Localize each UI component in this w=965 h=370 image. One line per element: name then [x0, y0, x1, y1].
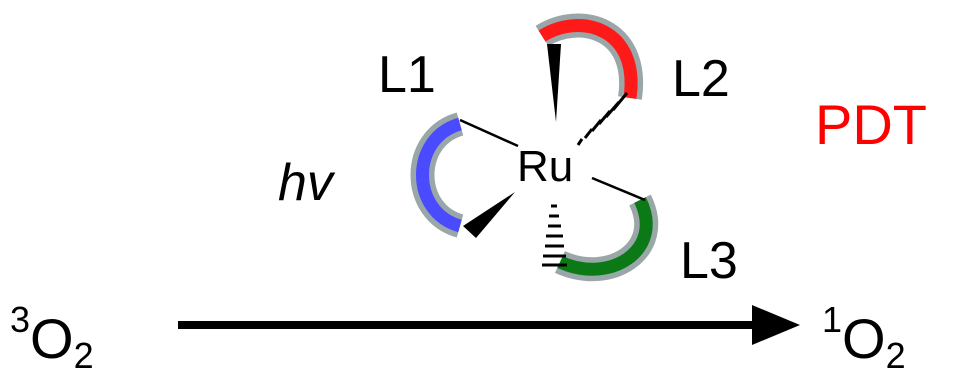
bond-l2-wedge — [547, 44, 561, 122]
bonds — [459, 44, 646, 267]
ligand-l2-arc — [535, 13, 644, 100]
product-superscript: 1 — [822, 299, 842, 340]
product-base: O — [842, 307, 886, 370]
light-hv-label: hv — [278, 154, 336, 212]
ligand-l1-arc — [410, 112, 465, 238]
bond-l1-upper — [459, 118, 519, 148]
arrow-head — [752, 305, 800, 345]
ligand-l3-label: L3 — [680, 232, 738, 290]
product-singlet-oxygen: 1O2 — [822, 299, 906, 370]
reactant-superscript: 3 — [10, 299, 30, 340]
bond-l2-hashed — [576, 92, 629, 146]
bond-l3-plain — [591, 176, 646, 202]
ligand-l2-label: L2 — [672, 50, 730, 108]
bond-l3-hashed — [542, 204, 567, 267]
pdt-label: PDT — [815, 93, 927, 156]
reactant-base: O — [30, 307, 74, 370]
product-subscript: 2 — [886, 335, 906, 370]
reaction-arrow — [178, 305, 800, 345]
bond-l1-wedge — [463, 192, 515, 238]
metal-center-label: Ru — [517, 142, 573, 191]
ligand-l1-label: L1 — [378, 46, 436, 104]
ligand-l3-arc — [554, 194, 659, 282]
reactant-subscript: 2 — [74, 335, 94, 370]
reactant-triplet-oxygen: 3O2 — [10, 299, 94, 370]
